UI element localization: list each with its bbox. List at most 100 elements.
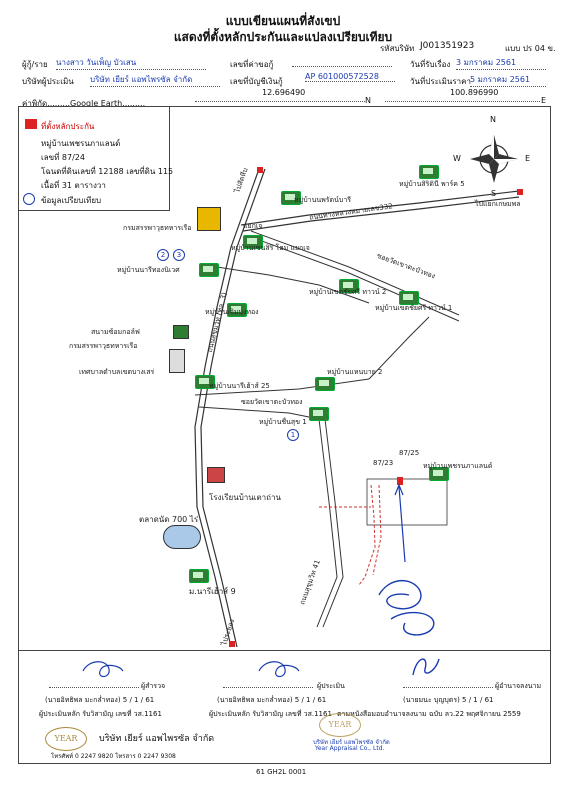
authorized-license: ตามหนังสือมอบอำนาจลงนาม ฉบับ ลว.22 พฤศจิ… xyxy=(337,710,521,718)
comparison-marker: 3 xyxy=(173,249,185,261)
village-icon xyxy=(399,291,419,305)
signature-panel: ผู้สำรวจ (นายอิทธิพล มะกล่ำทอง) 5 / 1 / … xyxy=(18,650,551,764)
document-code: 61 GH2L 0001 xyxy=(256,768,307,776)
comparison-marker: 2 xyxy=(157,249,169,261)
longitude-direction: E xyxy=(541,96,547,105)
label-plot-87-25: 87/25 xyxy=(399,449,420,457)
received-date: 3 มกราคม 2561 xyxy=(456,56,546,70)
village-icon xyxy=(315,377,335,391)
surveyor-role: ผู้สำรวจ xyxy=(141,682,166,690)
surveyor-name: (นายอิทธิพล มะกล่ำทอง) 5 / 1 / 61 xyxy=(45,696,155,704)
label-khochai-1: หมู่บ้านเขตชัยศรี ทาวน์ 1 xyxy=(375,304,453,312)
label-intersection: แยกเจ xyxy=(243,222,263,230)
footer-contact: โทรศัพท์ 0 2247 9820 โทรสาร 0 2247 9308 xyxy=(51,753,176,760)
village-icon xyxy=(199,263,219,277)
label-siripark: หมู่บ้านสิริดินี พาร์ค 5 xyxy=(399,180,465,188)
appraiser-role: ผู้ประเมิน xyxy=(317,682,345,690)
comparison-swatch xyxy=(23,193,35,205)
coordinate-source: ค่าพิกัด.........Google Earth......... xyxy=(22,99,146,108)
legend-collateral: ที่ตั้งหลักประกัน xyxy=(41,122,95,131)
requester-name: นางสาว วันเพ็ญ บัวเสน xyxy=(56,56,206,70)
label-khochai-2: หมู่บ้านเขตชัยศรี ทาวน์ 2 xyxy=(309,288,387,296)
label-phetnapa-village: หมู่บ้านเพชรนภาแลนด์ xyxy=(423,462,493,470)
appraiser-name: บริษัท เยียร์ แอพไพรซัล จำกัด xyxy=(90,73,220,87)
label-municipal: เทศบาลตำบลเขตบางเสร่ xyxy=(79,368,155,376)
village-icon xyxy=(309,407,329,421)
label-navy: กรมสรรพาวุธทหารเรือ xyxy=(123,224,192,232)
village-icon xyxy=(195,375,215,389)
village-icon xyxy=(227,303,247,317)
footer-company: บริษัท เยียร์ แอพไพรซัล จำกัด xyxy=(99,734,215,744)
appraiser-label: บริษัทผู้ประเมิน xyxy=(22,77,74,86)
owner-label: เลขที่ค่าขอกู้ xyxy=(230,60,274,69)
legend-plot-no: เลขที่ 87/24 xyxy=(41,153,85,162)
label-narin-village: หมู่บ้านนารีทองนิเวศ xyxy=(117,266,180,274)
compass-east: E xyxy=(525,154,531,163)
label-sirindhorn-village: หมู่บ้านเซนสิริ โฮม แยกเจ xyxy=(231,244,310,252)
village-icon xyxy=(419,165,439,179)
stamp-company: บริษัท เยียร์ แอพไพรซัล จำกัด xyxy=(313,739,390,746)
latitude-line xyxy=(195,101,365,102)
label-market: ตลาดนัด 700 ไร่ xyxy=(139,515,199,524)
map-frame: N S E W 2 3 1 หมู่บ้านสิริดินี พาร์ค 5 ไ… xyxy=(18,106,551,651)
label-chernbungthong: หมู่บ้านเจิมบุงทอง xyxy=(205,308,259,316)
label-hambay-2: หมู่บ้านแหนบาย 2 xyxy=(327,368,383,376)
company-code-label: รหัสบริษัท xyxy=(380,44,415,53)
label-chinsukh-1: หมู่บ้านชื่นสุข 1 xyxy=(259,418,307,426)
label-navy-2: กรมสรรพาวุธทหารเรือ xyxy=(69,342,138,350)
form-number: แบบ ปร 04 ข. xyxy=(505,44,556,53)
stamp-logo: YEAR xyxy=(319,713,361,737)
requester-label: ผู้กู้/ราย xyxy=(22,60,48,69)
label-nariwan-25: หมู่บ้านนารีเฮ้าส์ 25 xyxy=(209,382,270,390)
document-title: แบบเขียนแผนที่สังเขป xyxy=(225,14,341,28)
survey-date: 5 มกราคม 2561 xyxy=(470,73,546,87)
document-subtitle: แสดงที่ตั้งหลักประกันและแปลงเปรียบเทียบ xyxy=(173,30,393,44)
school-icon xyxy=(207,467,225,483)
latitude-direction: N xyxy=(365,96,371,105)
longitude-line xyxy=(385,101,540,102)
village-icon xyxy=(243,235,263,249)
right-signature xyxy=(412,658,440,676)
label-village-9: ม.นารีเฮ้าส์ 9 xyxy=(189,587,236,596)
label-school: โรงเรียนบ้านเตาถ่าน xyxy=(209,493,281,502)
legend-deed: โฉนดที่ดินเลขที่ 12188 เลขที่ดิน 115 xyxy=(41,167,174,176)
appraiser-license: ผู้ประเมินหลัก รับวิสามัญ เลขที่ วส.1161 xyxy=(209,710,332,718)
surveyor-license: ผู้ประเมินหลัก รับวิสามัญ เลขที่ วส.1161 xyxy=(39,710,162,718)
label-prince-village: หมู่บ้านนพรัตน์บารี xyxy=(294,196,352,204)
company-logo: YEAR xyxy=(45,727,87,751)
village-icon xyxy=(281,191,301,205)
collateral-swatch xyxy=(25,119,37,129)
legend-comparison: ข้อมูลเปรียบเทียบ xyxy=(41,196,102,205)
municipal-icon xyxy=(169,349,185,373)
label-golf: สนามซ้อมกอล์ฟ xyxy=(91,328,140,336)
comparison-marker: 1 xyxy=(287,429,299,441)
company-code: J001351923 xyxy=(420,41,475,51)
longitude-value: 100.896990 xyxy=(450,88,499,97)
village-icon xyxy=(339,279,359,293)
mid-signature xyxy=(258,661,300,678)
legend-area: เนื้อที่ 31 ตารางวา xyxy=(41,181,106,190)
received-label: วันที่รับเรื่อง xyxy=(410,60,451,69)
compass-north: N xyxy=(490,115,496,124)
owner-field xyxy=(292,56,392,67)
navy-building-icon xyxy=(197,207,221,231)
village-icon xyxy=(189,569,209,583)
label-soi-vibhavadi: ซอยวัดเขาตะบัวทอง xyxy=(241,398,303,406)
village-icon xyxy=(429,467,449,481)
label-plot-87-23: 87/23 xyxy=(373,459,394,467)
golf-icon xyxy=(173,325,189,339)
survey-label: วันที่ประเมินราคา xyxy=(410,77,472,86)
account-number: AP 601000572528 xyxy=(305,72,395,82)
map-legend: ที่ตั้งหลักประกัน หมู่บ้านเพชรนภาแลนด์ เ… xyxy=(19,107,174,211)
authorized-name: (นายมนะ บุญบุตร) 5 / 1 / 61 xyxy=(403,696,494,704)
appraiser-signer-name: (นายอิทธิพล มะกล่ำทอง) 5 / 1 / 61 xyxy=(217,696,327,704)
account-label: เลขที่บัญชีเงินกู้ xyxy=(230,77,283,86)
legend-village: หมู่บ้านเพชรนภาแลนด์ xyxy=(41,139,121,148)
map-roads xyxy=(194,135,523,648)
label-to-nikom: ไปแยกเกษมพล xyxy=(475,200,521,208)
compass-west: W xyxy=(453,154,461,163)
compass-south: S xyxy=(491,189,497,198)
authorized-role: ผู้อำนาจลงนาม xyxy=(495,682,542,690)
market-icon xyxy=(163,525,201,549)
latitude-value: 12.696490 xyxy=(262,88,306,97)
